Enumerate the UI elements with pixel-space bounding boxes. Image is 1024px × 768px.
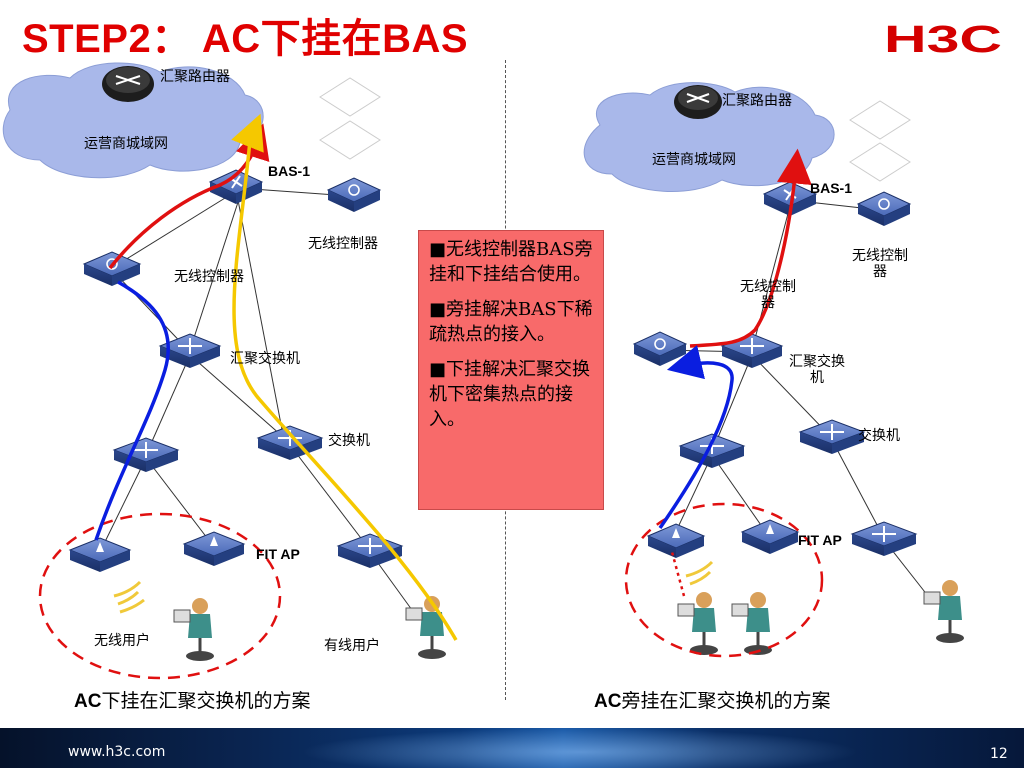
left-agg-switch-device (158, 333, 222, 368)
right-access-switch-2 (798, 419, 866, 454)
right-wlc-bypass-label: 无线控制器 (852, 248, 908, 280)
left-wlc-inline-label: 无线控制器 (174, 269, 244, 285)
right-access-switch-3 (850, 521, 918, 556)
right-wlc-side-label: 无线控制器 (740, 279, 796, 311)
left-fit-ap-1 (68, 537, 132, 572)
right-wlc-side-device (632, 331, 688, 366)
notes-box: ■无线控制器BAS旁挂和下挂结合使用。 ■旁挂解决BAS下稀疏热点的接入。 ■下… (418, 230, 604, 510)
right-wlc-bypass-device (856, 191, 912, 226)
left-access-switch-2 (256, 425, 324, 460)
left-wlc-bypass-device (326, 177, 382, 212)
network-diagram (2, 62, 964, 680)
right-decorative-shapes (849, 100, 911, 182)
left-path-yellow (231, 113, 458, 641)
left-links (99, 187, 413, 611)
left-wlc-bypass-label: 无线控制器 (308, 236, 378, 252)
note-item: ■无线控制器BAS旁挂和下挂结合使用。 (429, 239, 593, 285)
left-router-label: 汇聚路由器 (160, 69, 230, 85)
page-number: 12 (990, 746, 1008, 762)
right-cloud-label: 运营商城域网 (652, 152, 736, 168)
left-fit-ap-label: FIT AP (256, 546, 300, 562)
right-wired-user-figure (923, 580, 964, 643)
left-caption: AC下挂在汇聚交换机的方案 (74, 690, 311, 712)
left-path-blue (94, 280, 171, 541)
left-wlc-inline-device (82, 251, 142, 286)
right-wireless-signal (685, 560, 714, 586)
right-agg-switch-label: 汇聚交换机 (789, 354, 845, 386)
left-wireless-user-label: 无线用户 (94, 633, 150, 649)
right-aggregation-router (674, 85, 722, 119)
right-switch-label: 交换机 (858, 428, 900, 444)
right-router-label: 汇聚路由器 (722, 93, 792, 109)
left-cloud-label: 运营商城域网 (84, 136, 168, 152)
left-switch-label: 交换机 (328, 433, 370, 449)
right-path-red (689, 148, 812, 348)
left-aggregation-router (102, 66, 154, 102)
right-fit-ap-1 (646, 523, 706, 558)
footer-url[interactable]: www.h3c.com (68, 744, 166, 760)
right-fit-ap-label: FIT AP (798, 532, 842, 548)
note-item: ■旁挂解决BAS下稀疏热点的接入。 (429, 299, 593, 345)
svg-text:H3C: H3C (884, 20, 1002, 56)
left-decorative-shapes (319, 77, 381, 160)
right-fit-ap-2 (740, 519, 800, 554)
left-wired-user-figure (405, 596, 446, 659)
h3c-logo: H3C (884, 20, 1002, 56)
left-wired-user-label: 有线用户 (324, 638, 380, 654)
left-wireless-signal (113, 580, 145, 614)
right-carrier-cloud (583, 82, 835, 192)
left-bas-label: BAS-1 (268, 163, 311, 179)
slide-title: STEP2： AC下挂在BAS (22, 17, 469, 61)
right-wireless-user-figure-2 (731, 592, 772, 655)
right-path-blue (658, 345, 734, 529)
right-caption: AC旁挂在汇聚交换机的方案 (594, 690, 831, 712)
left-agg-switch-label: 汇聚交换机 (230, 351, 300, 367)
left-hotspot-zone (38, 512, 282, 680)
left-fit-ap-2 (182, 531, 246, 566)
right-agg-switch-device (720, 333, 784, 368)
footer-bar (0, 728, 1024, 768)
right-wireless-user-figure-1 (677, 592, 718, 655)
right-bas-label: BAS-1 (810, 180, 853, 196)
right-path-red-dotted (670, 551, 686, 597)
note-item: ■下挂解决汇聚交换机下密集热点的接入。 (429, 359, 591, 430)
left-wireless-user-figure (173, 598, 214, 661)
right-hotspot-zone (624, 502, 824, 658)
